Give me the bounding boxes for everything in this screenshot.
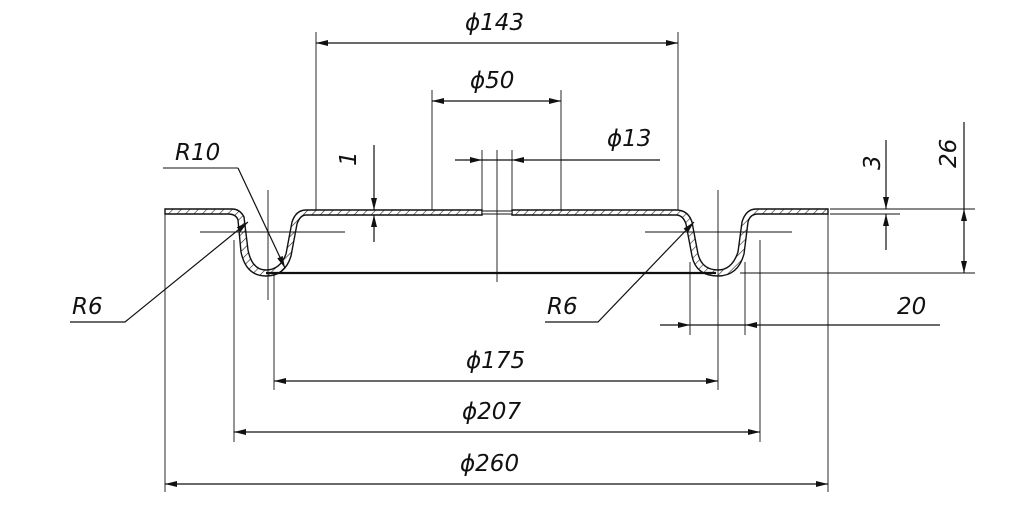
dim-text-26: 26	[936, 139, 962, 168]
left-flange-and-groove	[164, 208, 483, 277]
leader-r6-right	[545, 221, 695, 323]
radius-text-r6-left: R6	[72, 294, 103, 320]
dim-text-260: ϕ260	[460, 451, 519, 477]
radius-text-r6-right: R6	[547, 294, 578, 320]
dim-text-143: ϕ143	[465, 10, 524, 36]
dim-text-207: ϕ207	[462, 399, 521, 425]
dim-text-20: 20	[897, 294, 926, 320]
sheet-part	[164, 208, 829, 277]
leader-r10	[237, 167, 286, 269]
radius-leaders	[70, 167, 695, 323]
radius-text-r10: R10	[175, 140, 220, 166]
dim-text-1: 1	[336, 151, 362, 166]
dimension-lines	[165, 40, 967, 487]
dim-text-13: ϕ13	[607, 126, 651, 152]
dim-text-175: ϕ175	[466, 348, 525, 374]
center-lines	[200, 150, 792, 300]
right-flange-and-groove	[511, 208, 829, 277]
dimension-texts: ϕ143 ϕ50 ϕ13 ϕ175 ϕ207 ϕ260 20 1 3 26 R1…	[72, 10, 962, 477]
dim-text-3: 3	[860, 155, 886, 170]
extension-lines	[163, 32, 975, 492]
leader-r6-left	[70, 221, 249, 323]
dim-text-50: ϕ50	[470, 68, 514, 94]
